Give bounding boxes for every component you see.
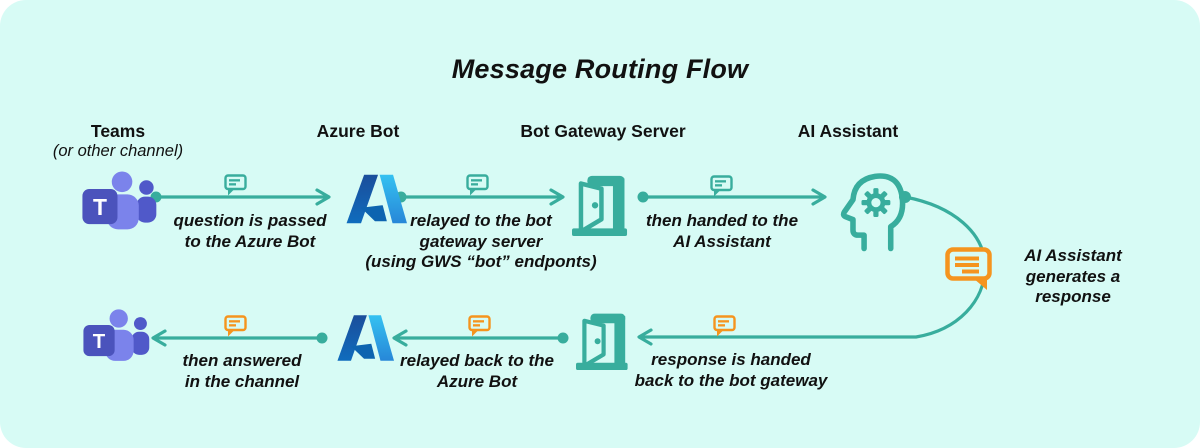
gear-glyph <box>861 188 891 218</box>
column-header-teams: Teams (or other channel) <box>53 121 183 161</box>
column-sublabel: (or other channel) <box>52 142 184 160</box>
edge-label-answered-in-channel: then answered in the channel <box>182 351 302 391</box>
head-gear-icon <box>833 167 907 253</box>
teams-logo-letter: T <box>93 194 107 220</box>
door-icon <box>572 170 636 238</box>
chat-bubble-icon-response <box>224 315 248 337</box>
chat-bubble-icon <box>710 175 734 197</box>
column-header-azure-bot: Azure Bot <box>317 121 400 141</box>
column-label: Azure Bot <box>316 121 400 141</box>
edge-label-relayed-back-azure: relayed back to the Azure Bot <box>399 351 555 391</box>
azure-icon <box>345 169 407 229</box>
teams-icon: T <box>78 170 160 234</box>
edge-label-handed-to-ai: then handed to the AI Assistant <box>645 211 799 251</box>
edge-label-question-passed: question is passed to the Azure Bot <box>173 211 327 251</box>
edge-label-relayed-to-gateway: relayed to the bot gateway server (using… <box>365 211 597 271</box>
label-ai-generates-response: AI Assistant generates a response <box>1024 246 1122 306</box>
column-label: AI Assistant <box>797 121 899 141</box>
edge-label-response-to-gateway: response is handed back to the bot gatew… <box>634 350 828 390</box>
column-header-ai-assistant: AI Assistant <box>798 121 899 141</box>
column-label: Teams <box>90 121 146 141</box>
teams-icon: T <box>80 308 152 365</box>
azure-icon <box>336 310 394 366</box>
chat-bubble-icon <box>224 174 248 196</box>
teams-logo-letter: T <box>93 331 106 353</box>
column-header-bot-gateway-server: Bot Gateway Server <box>520 121 685 141</box>
response-bubble-icon <box>945 247 993 293</box>
door-icon <box>576 308 636 372</box>
chat-bubble-icon-response <box>713 315 737 337</box>
page-title: Message Routing Flow <box>451 54 749 84</box>
column-label: Bot Gateway Server <box>520 121 686 141</box>
chat-bubble-icon-response <box>468 315 492 337</box>
chat-bubble-icon <box>466 174 490 196</box>
